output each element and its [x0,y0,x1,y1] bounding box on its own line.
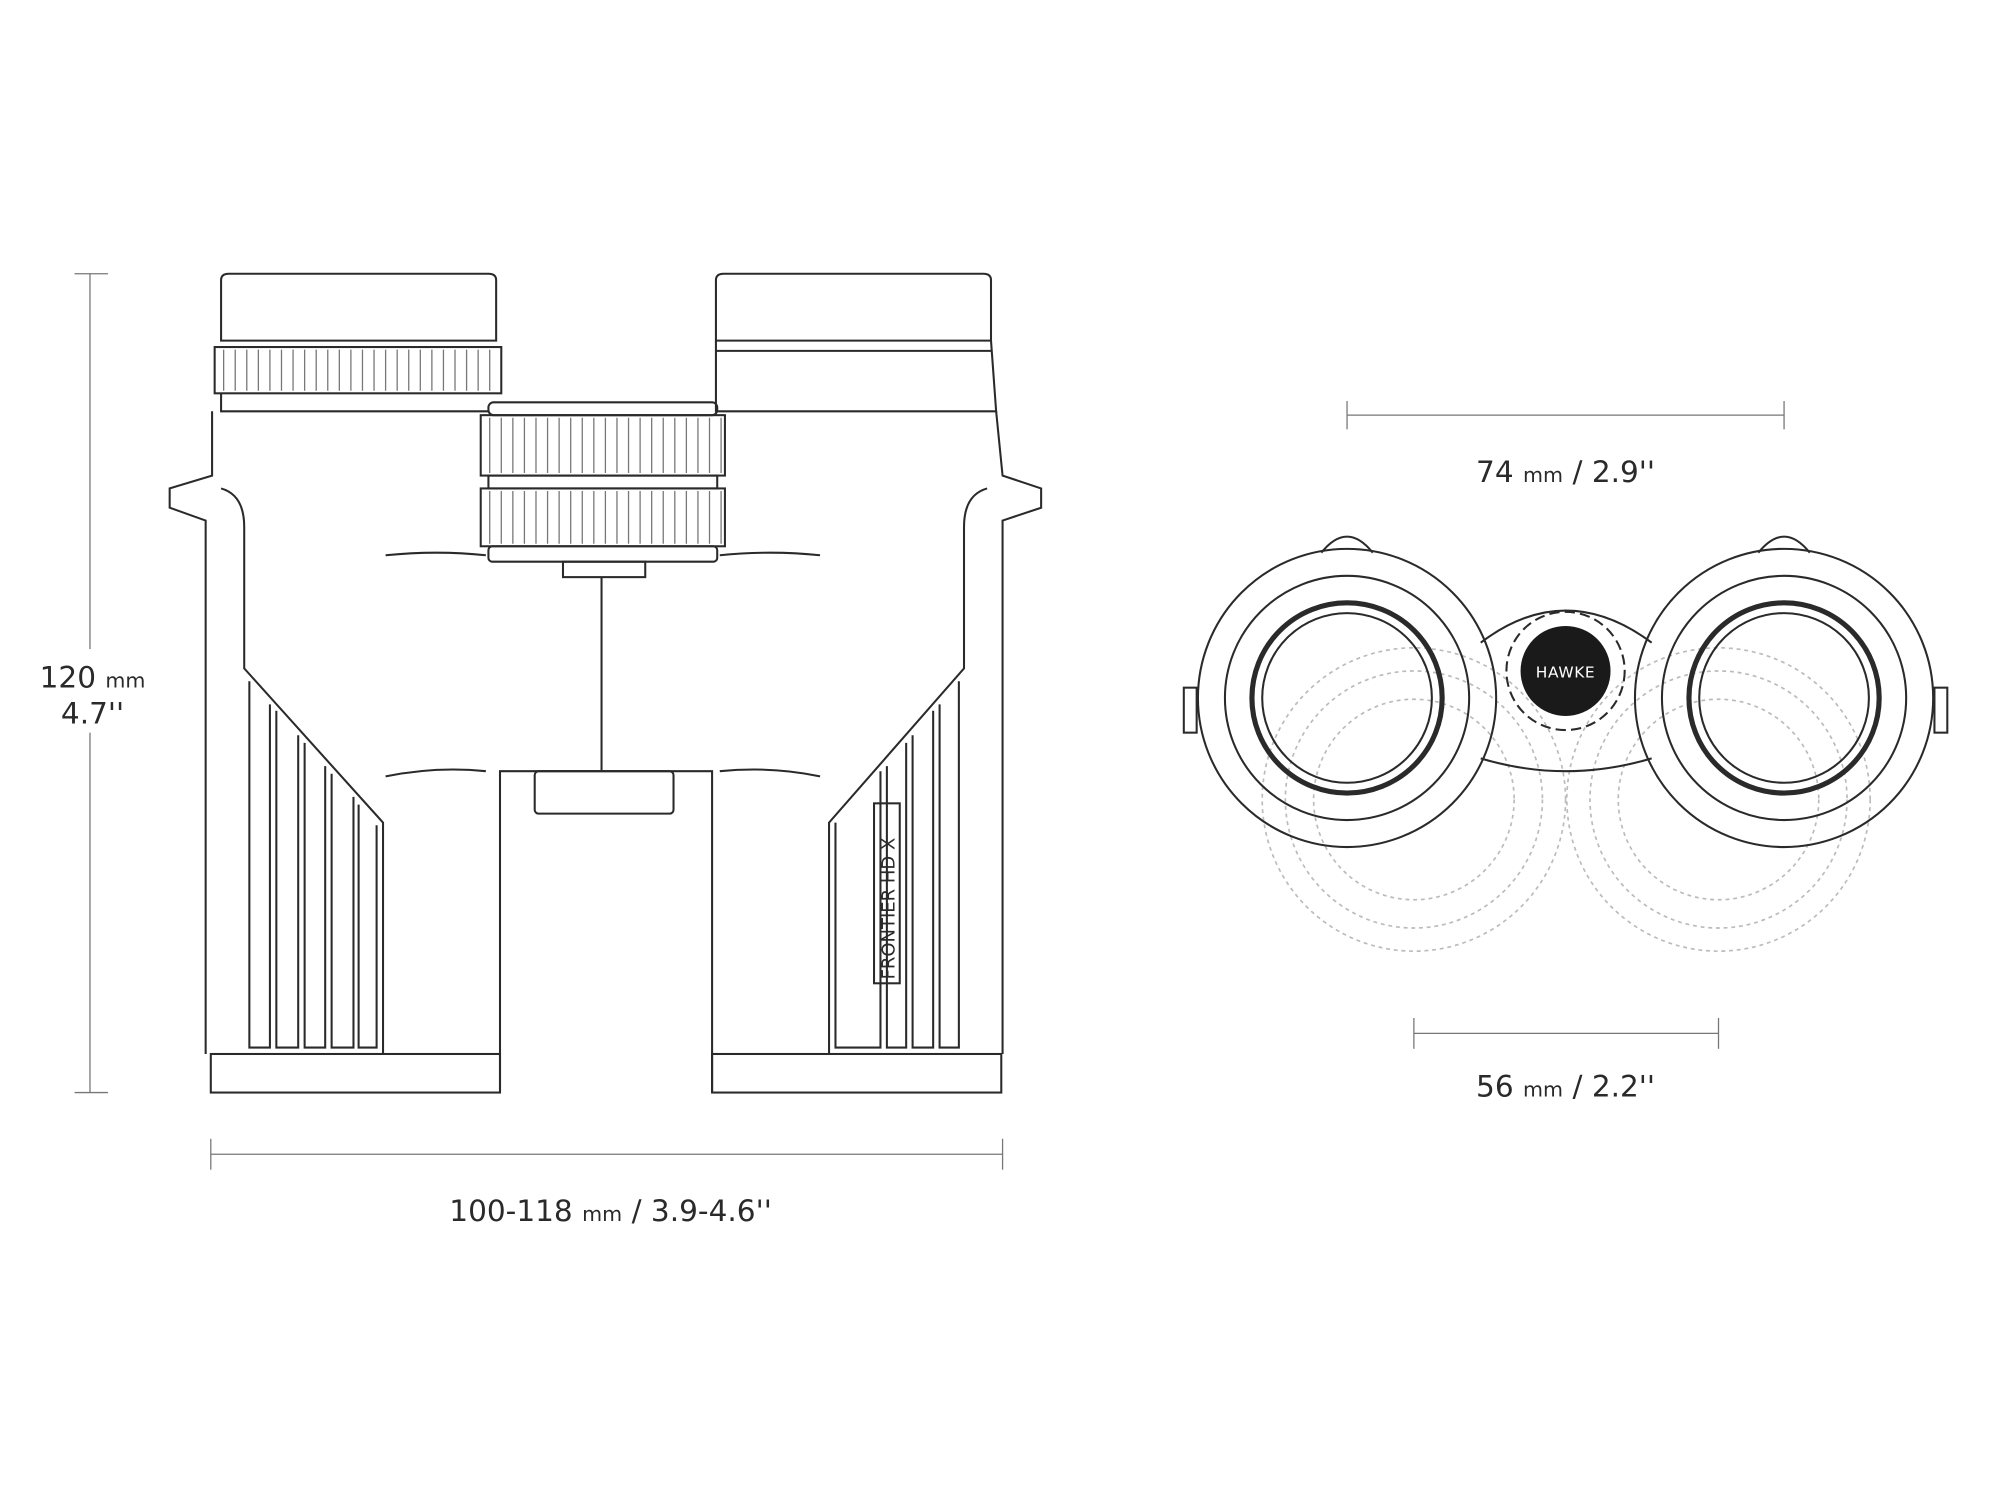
left-grip-ribs [248,681,378,1049]
right-grip-ribs [834,681,960,1049]
max-ipd-value: 74 [1476,455,1514,489]
min-ipd-imperial: / 2.2'' [1572,1069,1655,1103]
max-ipd-dimension: 74 mm / 2.9'' [1346,401,1785,489]
svg-text:74 mm / 2.9'': 74 mm / 2.9'' [1476,455,1655,489]
binocular-rear-view: HAWKE [1182,535,1949,952]
hawke-logo: HAWKE [1536,663,1596,681]
height-dimension: 120 mm 4.7'' [40,273,146,1094]
min-ipd-dimension: 56 mm / 2.2'' [1413,1017,1720,1103]
svg-text:120 mm: 120 mm [40,661,146,695]
knurling [223,349,722,544]
height-unit: mm [105,669,145,693]
hawke-logo-badge [1520,625,1611,716]
model-label: FRONTIER HD X [879,838,900,980]
binocular-front-view: FRONTIER HD X [168,272,1043,1094]
width-value: 100-118 [449,1194,572,1228]
max-ipd-imperial: / 2.9'' [1572,455,1655,489]
min-ipd-value: 56 [1476,1069,1514,1103]
max-ipd-unit: mm [1523,463,1563,487]
min-ipd-unit: mm [1523,1077,1563,1101]
svg-text:100-118 mm / 3.9-4.6'': 100-118 mm / 3.9-4.6'' [449,1194,772,1228]
svg-text:56 mm / 2.2'': 56 mm / 2.2'' [1476,1069,1655,1103]
width-unit: mm [582,1202,622,1226]
height-imperial: 4.7'' [61,697,124,731]
width-dimension: 100-118 mm / 3.9-4.6'' [210,1138,1004,1228]
width-imperial: / 3.9-4.6'' [632,1194,772,1228]
height-value: 120 [40,661,96,695]
